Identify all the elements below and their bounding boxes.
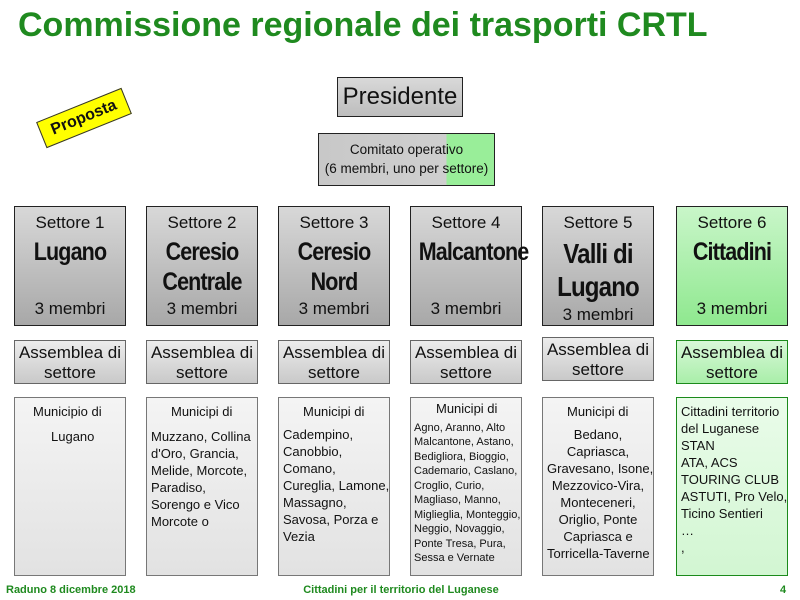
footer-date: Raduno 8 dicembre 2018 xyxy=(6,584,136,596)
sector-name: Cittadini xyxy=(692,238,772,266)
sector-members: 3 membri xyxy=(166,299,238,318)
page-title: Commissione regionale dei trasporti CRTL xyxy=(18,6,708,44)
sector-number: Settore 3 xyxy=(299,213,369,232)
sector-6-box: Settore 6 Cittadini 3 membri xyxy=(676,206,788,326)
sector-number: Settore 2 xyxy=(167,213,237,232)
sector-1-box: Settore 1 Lugano 3 membri xyxy=(14,206,126,326)
comitato-line-2: (6 membri, uno per settore) xyxy=(324,161,489,176)
comitato-line-1: Comitato operativo xyxy=(349,142,464,157)
sector-name: Lugano xyxy=(33,238,107,266)
municipi-box-2: Municipi di Muzzano, Collina d'Oro, Gran… xyxy=(146,397,258,576)
municipi-box-6: Cittadini territorio del Luganese STAN A… xyxy=(676,397,788,576)
municipi-box-4: Municipi di Agno, Aranno, Alto Malcanton… xyxy=(410,397,522,576)
municipi-box-5: Municipi di Bedano, Capriasca, Gravesano… xyxy=(542,397,654,576)
president-label: Presidente xyxy=(342,83,458,110)
sector-members: 3 membri xyxy=(562,305,634,324)
president-box: Presidente xyxy=(337,77,463,117)
sector-members: 3 membri xyxy=(696,299,768,318)
sector-members: 3 membri xyxy=(34,299,106,318)
sector-4-box: Settore 4 Malcantone 3 membri xyxy=(410,206,530,326)
comitato-operativo-box: Comitato operativo (6 membri, uno per se… xyxy=(318,133,495,186)
footer-organization: Cittadini per il territorio del Luganese xyxy=(303,584,499,596)
sector-members: 3 membri xyxy=(298,299,370,318)
sector-members: 3 membri xyxy=(430,299,502,318)
municipi-box-1: Municipio di Lugano xyxy=(14,397,126,576)
page-number: 4 xyxy=(780,584,787,596)
sector-number: Settore 6 xyxy=(697,213,767,232)
proposta-badge: Proposta xyxy=(36,87,132,149)
municipi-box-3: Municipi di Cadempino, Canobbio, Comano,… xyxy=(278,397,390,576)
sector-number: Settore 5 xyxy=(563,213,633,232)
sector-name: Malcantone xyxy=(418,238,530,266)
sector-number: Settore 1 xyxy=(35,213,105,232)
sector-number: Settore 4 xyxy=(431,213,501,232)
